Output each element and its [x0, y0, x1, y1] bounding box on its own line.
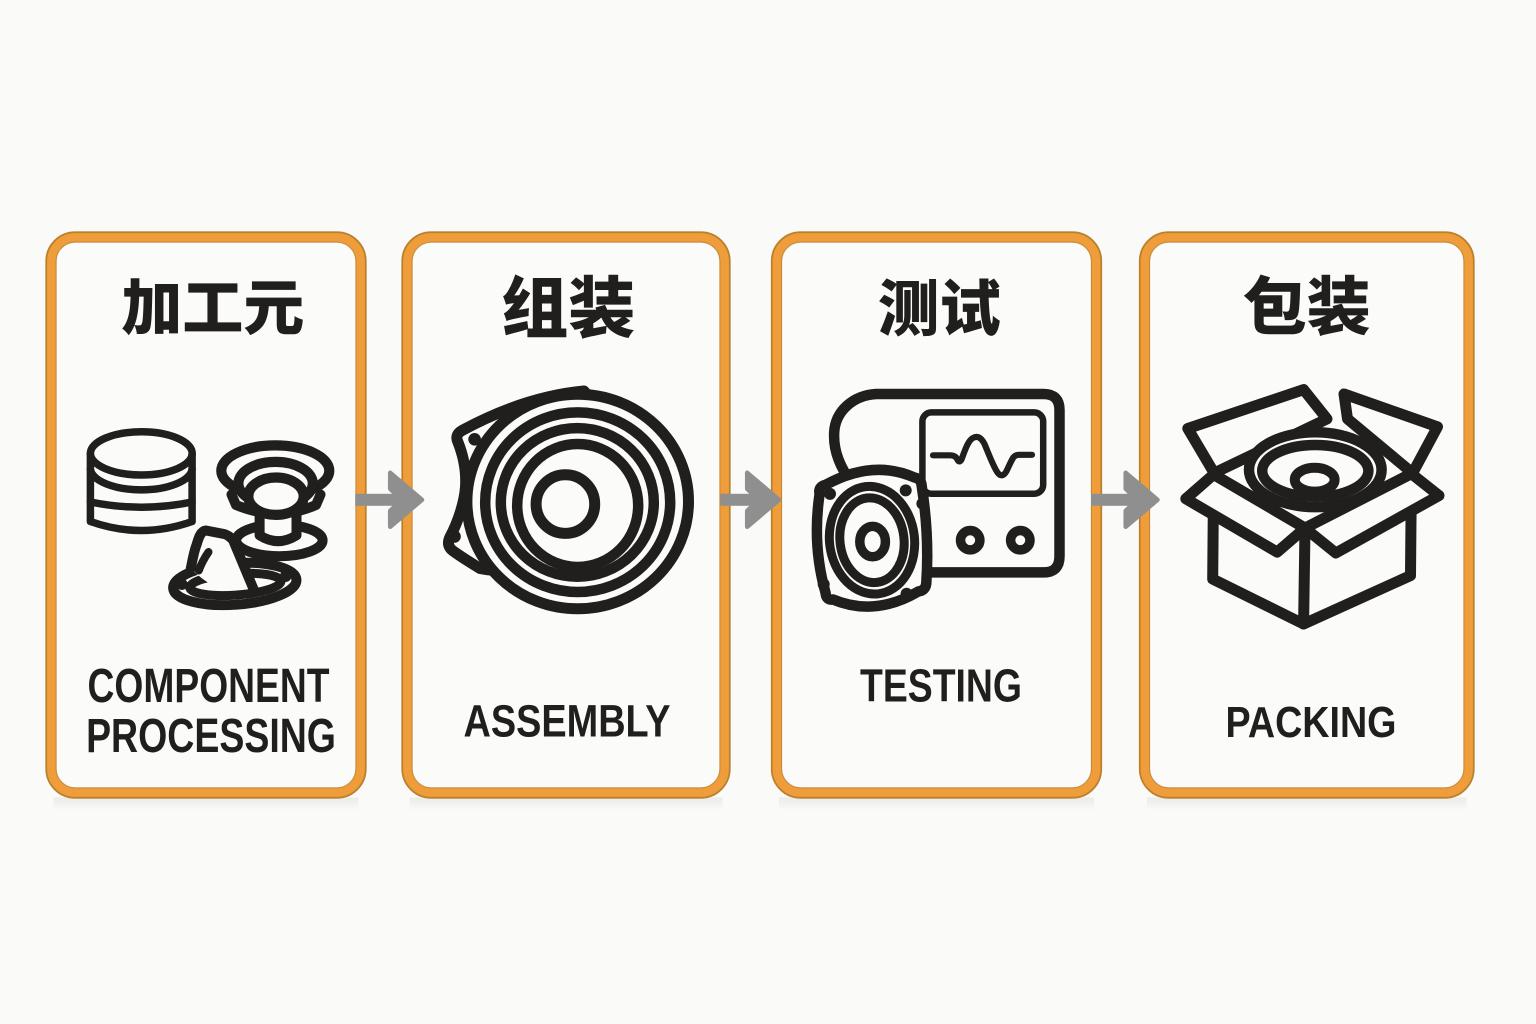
- svg-text:COMPONENT: COMPONENT: [88, 660, 330, 714]
- svg-text:PACKING: PACKING: [1226, 697, 1397, 746]
- svg-text:PROCESSING: PROCESSING: [86, 710, 336, 763]
- svg-text:TESTING: TESTING: [860, 660, 1022, 712]
- svg-text:ASSEMBLY: ASSEMBLY: [464, 695, 671, 746]
